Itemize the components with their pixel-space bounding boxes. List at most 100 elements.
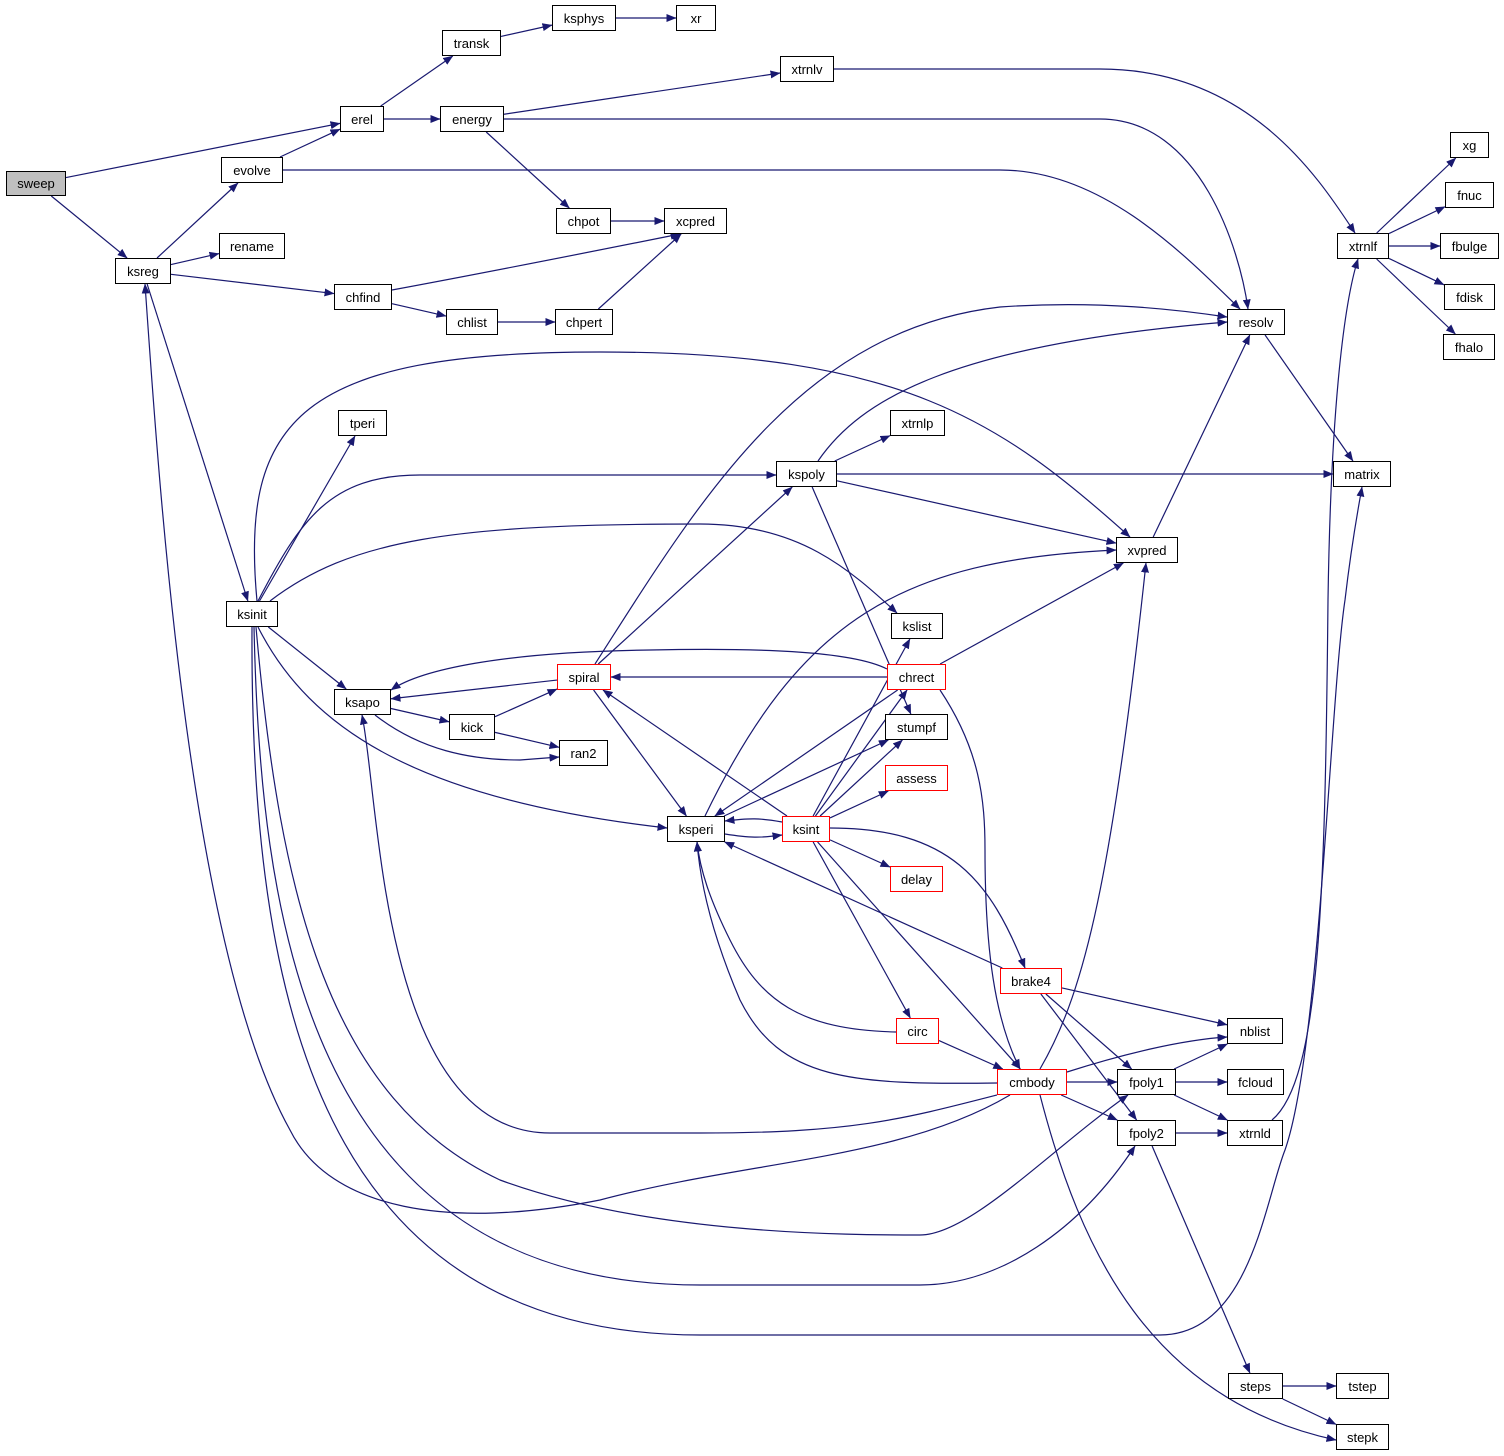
edge-spiral-to-ksperi bbox=[593, 689, 687, 817]
edge-cmbody-to-ksperi bbox=[693, 841, 998, 1084]
edge-xtrnlf-to-fdisk bbox=[1388, 257, 1445, 286]
node-xr[interactable]: xr bbox=[676, 5, 716, 31]
node-stumpf[interactable]: stumpf bbox=[885, 714, 948, 740]
edge-ksint-to-ksperi bbox=[724, 815, 783, 824]
edge-chfind-to-xcpred bbox=[391, 231, 681, 291]
edge-erel-to-transk bbox=[380, 55, 454, 107]
node-circ[interactable]: circ bbox=[896, 1018, 939, 1044]
node-erel[interactable]: erel bbox=[340, 106, 384, 132]
node-delay[interactable]: delay bbox=[890, 866, 943, 892]
node-fbulge[interactable]: fbulge bbox=[1440, 233, 1499, 259]
node-chlist[interactable]: chlist bbox=[446, 309, 498, 335]
edge-ksint-to-delay bbox=[829, 839, 891, 868]
node-fpoly2[interactable]: fpoly2 bbox=[1117, 1120, 1176, 1146]
edge-cmbody-to-fpoly2 bbox=[1060, 1094, 1118, 1121]
node-ran2[interactable]: ran2 bbox=[559, 740, 608, 766]
node-label: fpoly2 bbox=[1129, 1125, 1164, 1141]
node-label: transk bbox=[453, 35, 490, 51]
edge-brake4-to-fpoly2 bbox=[1040, 993, 1138, 1121]
node-ksphys[interactable]: ksphys bbox=[552, 5, 616, 31]
node-ksapo[interactable]: ksapo bbox=[334, 689, 391, 715]
node-matrix[interactable]: matrix bbox=[1333, 461, 1391, 487]
node-fnuc[interactable]: fnuc bbox=[1445, 182, 1494, 208]
node-cmbody[interactable]: cmbody bbox=[997, 1069, 1067, 1095]
node-xtrnld[interactable]: xtrnld bbox=[1227, 1120, 1283, 1146]
node-kick[interactable]: kick bbox=[449, 714, 495, 740]
node-rename[interactable]: rename bbox=[219, 233, 285, 259]
node-xtrnlv[interactable]: xtrnlv bbox=[780, 56, 834, 82]
node-tstep[interactable]: tstep bbox=[1336, 1373, 1389, 1399]
node-fhalo[interactable]: fhalo bbox=[1443, 334, 1495, 360]
node-energy[interactable]: energy bbox=[440, 106, 504, 132]
edge-ksinit-to-matrix bbox=[251, 486, 1365, 1336]
node-label: ksphys bbox=[563, 10, 605, 26]
node-label: stumpf bbox=[896, 719, 936, 735]
node-resolv[interactable]: resolv bbox=[1227, 309, 1285, 335]
node-label: fcloud bbox=[1238, 1074, 1273, 1090]
node-label: fdisk bbox=[1456, 289, 1483, 305]
node-tperi[interactable]: tperi bbox=[338, 410, 387, 436]
node-ksperi[interactable]: ksperi bbox=[667, 816, 725, 842]
node-label: erel bbox=[351, 111, 373, 127]
node-label: brake4 bbox=[1011, 973, 1051, 989]
node-label: ran2 bbox=[570, 745, 597, 761]
node-kspoly[interactable]: kspoly bbox=[776, 461, 837, 487]
node-label: chlist bbox=[457, 314, 487, 330]
node-chpert[interactable]: chpert bbox=[555, 309, 613, 335]
edge-ksinit-to-ksperi bbox=[257, 626, 668, 831]
node-chfind[interactable]: chfind bbox=[334, 284, 392, 310]
node-fdisk[interactable]: fdisk bbox=[1444, 284, 1495, 310]
node-label: sweep bbox=[17, 176, 55, 191]
node-label: ksapo bbox=[345, 694, 380, 710]
edge-steps-to-stepk bbox=[1282, 1398, 1337, 1425]
node-label: fnuc bbox=[1457, 187, 1482, 203]
node-label: evolve bbox=[233, 162, 271, 178]
edge-ksinit-to-fpoly1 bbox=[255, 626, 1129, 1236]
node-xcpred[interactable]: xcpred bbox=[664, 208, 727, 234]
node-kslist[interactable]: kslist bbox=[891, 613, 943, 639]
edge-ksint-to-spiral bbox=[602, 689, 788, 817]
node-label: energy bbox=[452, 111, 492, 127]
node-xvpred[interactable]: xvpred bbox=[1116, 537, 1178, 563]
edge-sweep-to-ksreg bbox=[50, 195, 128, 259]
node-xtrnlf[interactable]: xtrnlf bbox=[1337, 233, 1389, 259]
node-xtrnlp[interactable]: xtrnlp bbox=[890, 410, 945, 436]
node-transk[interactable]: transk bbox=[442, 30, 501, 56]
edge-xtrnlf-to-xg bbox=[1376, 157, 1457, 234]
edge-ksapo-to-ran2 bbox=[374, 714, 560, 762]
node-chpot[interactable]: chpot bbox=[556, 208, 611, 234]
node-fpoly1[interactable]: fpoly1 bbox=[1117, 1069, 1176, 1095]
node-fcloud[interactable]: fcloud bbox=[1227, 1069, 1284, 1095]
node-xg[interactable]: xg bbox=[1450, 132, 1489, 158]
node-label: kslist bbox=[902, 618, 932, 634]
node-label: fpoly1 bbox=[1129, 1074, 1164, 1090]
node-ksint[interactable]: ksint bbox=[782, 816, 830, 842]
edge-brake4-to-nblist bbox=[1061, 987, 1228, 1027]
edge-ksperi-to-xvpred bbox=[704, 546, 1117, 817]
node-chrect[interactable]: chrect bbox=[887, 664, 946, 690]
node-ksinit[interactable]: ksinit bbox=[226, 601, 278, 627]
edge-fpoly2-to-steps bbox=[1151, 1145, 1251, 1374]
edge-evolve-to-resolv bbox=[283, 169, 1241, 310]
node-label: cmbody bbox=[1009, 1074, 1055, 1090]
node-evolve[interactable]: evolve bbox=[221, 157, 283, 183]
node-spiral[interactable]: spiral bbox=[557, 664, 611, 690]
node-label: chrect bbox=[898, 669, 935, 685]
node-ksreg[interactable]: ksreg bbox=[115, 258, 171, 284]
edge-ksperi-to-stumpf bbox=[723, 739, 889, 817]
edge-kspoly-to-xvpred bbox=[836, 480, 1117, 545]
node-label: xtrnlp bbox=[901, 415, 934, 431]
edge-energy-to-resolv bbox=[504, 118, 1251, 310]
edge-sweep-to-erel bbox=[65, 121, 341, 179]
edge-xtrnld-to-xtrnlf bbox=[1271, 258, 1359, 1121]
edge-chrect-to-ksperi bbox=[714, 689, 898, 817]
node-stepk[interactable]: stepk bbox=[1336, 1424, 1389, 1450]
node-nblist[interactable]: nblist bbox=[1227, 1018, 1283, 1044]
node-brake4[interactable]: brake4 bbox=[1000, 968, 1062, 994]
node-steps[interactable]: steps bbox=[1228, 1373, 1283, 1399]
node-sweep[interactable]: sweep bbox=[6, 171, 66, 196]
edge-ksinit-to-kspoly bbox=[257, 471, 777, 602]
node-assess[interactable]: assess bbox=[885, 765, 948, 791]
